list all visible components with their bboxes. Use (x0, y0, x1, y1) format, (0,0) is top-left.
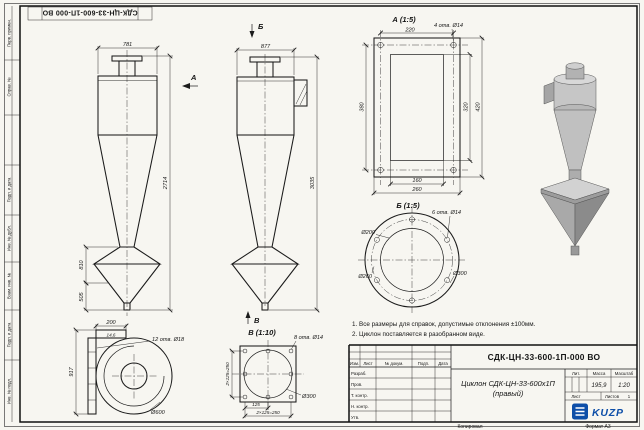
scroll-holes-label: 12 отв. Ø18 (152, 337, 185, 343)
view-arrow-a-label: А (190, 73, 196, 82)
margin-cell-label: Подп. и дата (7, 177, 12, 202)
detail-a-bottom-outer-dim: 260 (411, 187, 422, 193)
margin-cell-label: Инв. № дубл. (7, 225, 12, 251)
margin-cell-label: Взам. инв. № (7, 273, 12, 299)
detail-a-holes-label: 4 отв. Ø14 (434, 23, 463, 29)
detail-v-title: В (1:10) (248, 328, 276, 337)
detail-v-holes-label: 8 отв. Ø14 (294, 335, 323, 341)
scroll-height-dim: 917 (69, 366, 75, 376)
tb-row-tkontr: Т. контр. (351, 393, 368, 398)
top-designation-stamp: СДК-ЦН-33-600-1П-000 ВО (42, 9, 138, 16)
front-height-dim: 2714 (163, 177, 169, 190)
detail-a-bottom-inner-dim: 160 (412, 178, 422, 184)
note-line: 2. Циклон поставляется в разобранном вид… (352, 330, 485, 338)
view-arrow-b-label: Б (258, 22, 264, 31)
detail-a-top-dim: 220 (404, 28, 415, 34)
detail-b-outer-dia: Ø300 (452, 271, 468, 277)
title-block: Изм. Лист № докум. Подп. Дата Разраб. Пр… (348, 344, 637, 422)
copy-label: Копировал (457, 424, 482, 430)
tb-col-doc: № докум. (385, 361, 404, 366)
side-view: 877 3035 Б В (230, 22, 320, 325)
margin-cell-label: Инв. № подл. (7, 378, 12, 404)
tb-col-izm: Изм. (350, 361, 359, 366)
tb-name-line2: (правый) (493, 389, 524, 398)
detail-b-inner-dia: Ø200 (360, 230, 376, 236)
tb-row-prov: Пров. (351, 382, 362, 387)
tb-scale-label: Масштаб (615, 371, 634, 376)
detail-a-view: А (1:5) 4 отв. Ø14 220 380 320 420 160 2… (360, 15, 485, 196)
detail-v-dia-label: Ø300 (301, 394, 317, 400)
detail-b-title: Б (1:5) (396, 201, 420, 210)
tb-col-list: Лист (363, 361, 372, 366)
tb-mass-value: 195,9 (591, 383, 607, 389)
margin-cell-label: Перв. примен. (7, 19, 12, 47)
side-height-dim: 3035 (310, 176, 316, 189)
detail-a-left-dim: 380 (360, 101, 366, 111)
tb-sheets-value: 1 (628, 394, 631, 399)
tb-sheet-label: Лист (571, 394, 580, 399)
kuzp-logo-text: KUZP (592, 407, 624, 419)
scroll-dia-label: Ø600 (150, 410, 166, 416)
detail-a-right-outer-dim: 420 (476, 101, 482, 111)
detail-v-left-dim: 2×125=250 (225, 362, 230, 387)
detail-a-right-inner-dim: 320 (464, 101, 470, 111)
note-line: 1. Все размеры для справок, допустимые о… (352, 321, 536, 328)
tb-lit-label: Лит. (572, 371, 580, 376)
tb-row-razrab: Разраб. (351, 371, 366, 376)
detail-v-view: В (1:10) 8 отв. Ø14 2×125=250 125 2×125=… (225, 328, 323, 419)
detail-b-holes-label: 6 отв. Ø14 (432, 210, 461, 216)
tb-row-utv: Утв. (351, 415, 359, 420)
isometric-view (540, 62, 610, 256)
detail-b-bolt-dia: Ø260 (357, 274, 373, 280)
tb-col-date: Дата (438, 361, 448, 366)
margin-cell-label: Справ. № (7, 77, 12, 97)
front-skirt-dim: 810 (79, 259, 85, 269)
detail-v-bottom-dim-2: 2×125=250 (255, 410, 280, 415)
scroll-view: 200 14,6 12 отв. Ø18 917 Ø600 (69, 320, 185, 417)
front-view: 781 2714 810 505 А (79, 42, 198, 316)
scroll-top-dim: 200 (105, 320, 116, 326)
format-label: Формат А3 (585, 424, 610, 430)
front-cone-dim: 505 (79, 291, 85, 301)
tb-designation: СДК-ЦН-33-600-1П-000 ВО (488, 352, 601, 362)
detail-v-bottom-dim-1: 125 (252, 402, 260, 407)
notes: 1. Все размеры для справок, допустимые о… (352, 321, 536, 338)
view-arrow-v-label: В (254, 316, 260, 325)
side-width-dim: 877 (261, 44, 271, 50)
margin-cell-label: Подп. и дата (7, 322, 12, 347)
tb-scale-value: 1:20 (618, 383, 630, 389)
detail-a-title: А (1:5) (391, 15, 416, 24)
tb-sheets-label: Листов (605, 394, 620, 399)
tb-name-line1: Циклон СДК-ЦН-33-600х1П (461, 379, 555, 388)
kuzp-logo: KUZP (572, 403, 624, 420)
tb-mass-label: Масса (593, 371, 606, 376)
detail-b-view: Б (1:5) 6 отв. Ø14 Ø200 Ø260 Ø300 (357, 201, 468, 314)
tb-row-nkontr: Н. контр. (351, 404, 369, 409)
tb-col-sign: Подп. (418, 361, 429, 366)
scroll-thickness-dim: 14,6 (107, 333, 116, 338)
front-width-dim: 781 (123, 42, 132, 48)
